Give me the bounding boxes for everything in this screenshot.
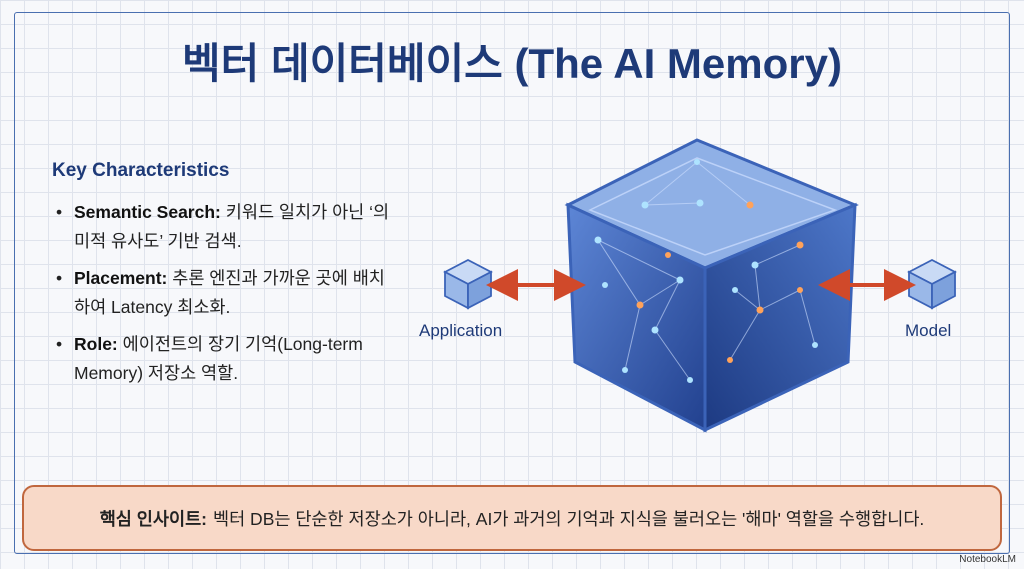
- vector-cube-icon: [564, 138, 859, 433]
- model-cube-icon: [907, 258, 957, 310]
- bullet-term: Semantic Search:: [74, 202, 221, 222]
- application-cube-icon: [443, 258, 493, 310]
- brand-watermark: NotebookLM: [959, 554, 1016, 565]
- bullet-term: Role:: [74, 334, 118, 354]
- application-label: Application: [419, 321, 503, 340]
- insight-box: 핵심 인사이트: 벡터 DB는 단순한 저장소가 아니라, AI가 과거의 기억…: [22, 485, 1002, 551]
- insight-text: 벡터 DB는 단순한 저장소가 아니라, AI가 과거의 기억과 지식을 불러오…: [213, 508, 925, 529]
- bullet-text: 키워드 일치가 아닌 ‘의미적 유사도’ 기반 검색.: [74, 202, 390, 251]
- model-label: Model: [905, 321, 952, 340]
- list-item: Placement: 추론 엔진과 가까운 곳에 배치하여 Latency 최소…: [52, 264, 392, 322]
- bullet-text: 에이전트의 장기 기억(Long-term Memory) 저장소 역할.: [74, 334, 363, 383]
- slide-frame: [14, 12, 1010, 554]
- bullet-text: 추론 엔진과 가까운 곳에 배치하여 Latency 최소화.: [74, 268, 385, 317]
- insight-term: 핵심 인사이트:: [99, 508, 207, 529]
- bullet-term: Placement:: [74, 268, 168, 288]
- list-item: Role: 에이전트의 장기 기억(Long-term Memory) 저장소 …: [52, 330, 392, 388]
- section-heading: Key Characteristics: [52, 160, 230, 181]
- characteristics-list: Semantic Search: 키워드 일치가 아닌 ‘의미적 유사도’ 기반…: [52, 198, 392, 396]
- list-item: Semantic Search: 키워드 일치가 아닌 ‘의미적 유사도’ 기반…: [52, 198, 392, 256]
- page-title: 벡터 데이터베이스 (The AI Memory): [182, 40, 842, 87]
